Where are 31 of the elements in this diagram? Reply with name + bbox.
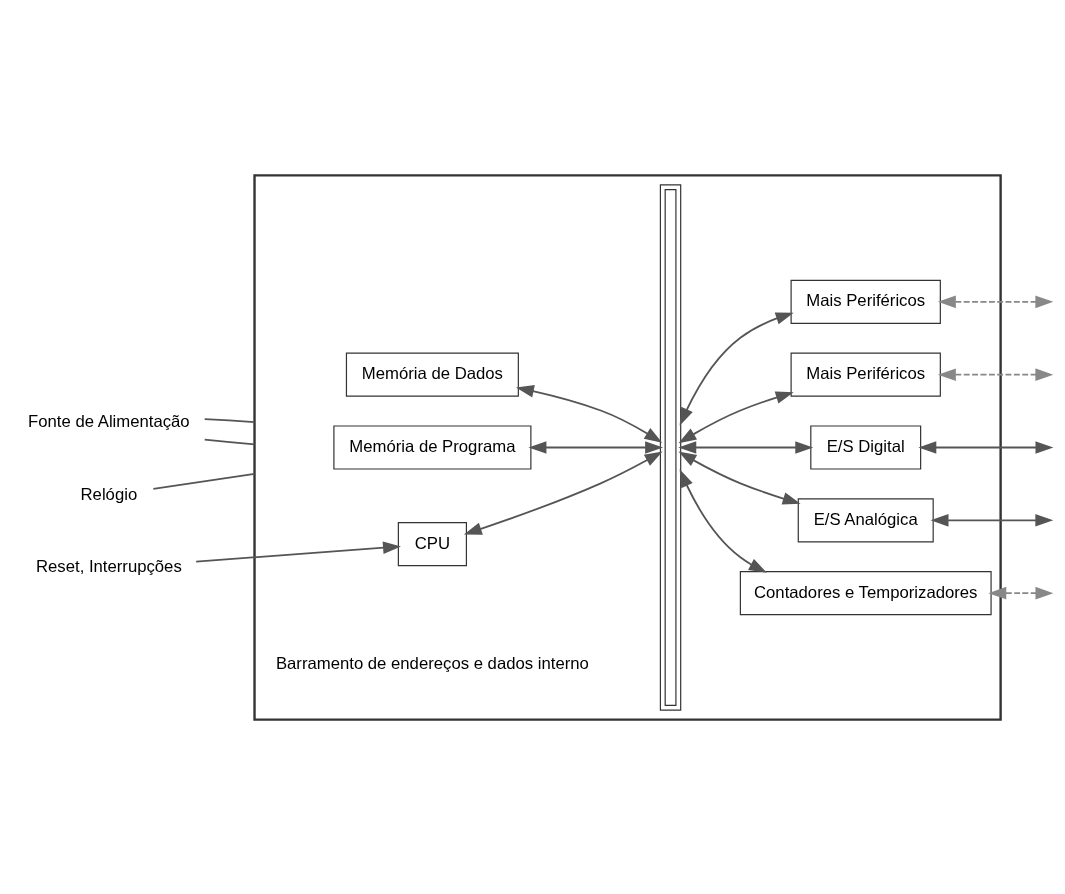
node-box: Contadores e Temporizadores	[739, 570, 992, 615]
node-box: Mais Periféricos	[790, 279, 941, 324]
node-bar	[659, 183, 682, 711]
arrow	[195, 541, 401, 563]
label: Barramento de endereços e dados interno	[275, 653, 589, 673]
connector	[152, 472, 256, 490]
node-text: Fonte de Alimentação	[28, 411, 190, 431]
arrow	[463, 450, 663, 535]
connector	[203, 438, 256, 445]
arrow	[678, 440, 814, 454]
arrow	[937, 367, 1054, 381]
arrow	[918, 440, 1054, 454]
arrow	[930, 513, 1054, 527]
node-box: CPU	[397, 521, 467, 566]
node-box: Mais Periféricos	[790, 352, 941, 397]
node-box: Memória de Dados	[345, 352, 519, 397]
arrow	[937, 295, 1054, 308]
node-box: Memória de Programa	[333, 424, 532, 470]
arrow	[988, 586, 1054, 599]
node-box: E/S Analógica	[797, 497, 934, 542]
connector	[203, 417, 256, 423]
arrow	[528, 440, 664, 454]
arrow	[679, 468, 767, 573]
arrow	[679, 311, 794, 426]
node-box: E/S Digital	[810, 424, 922, 470]
arrow	[678, 451, 801, 505]
node-text: Reset, Interrupções	[36, 556, 182, 576]
node-text: Relógio	[80, 484, 138, 504]
cluster	[253, 173, 1002, 721]
arrow	[678, 391, 794, 443]
arrow	[516, 384, 663, 443]
